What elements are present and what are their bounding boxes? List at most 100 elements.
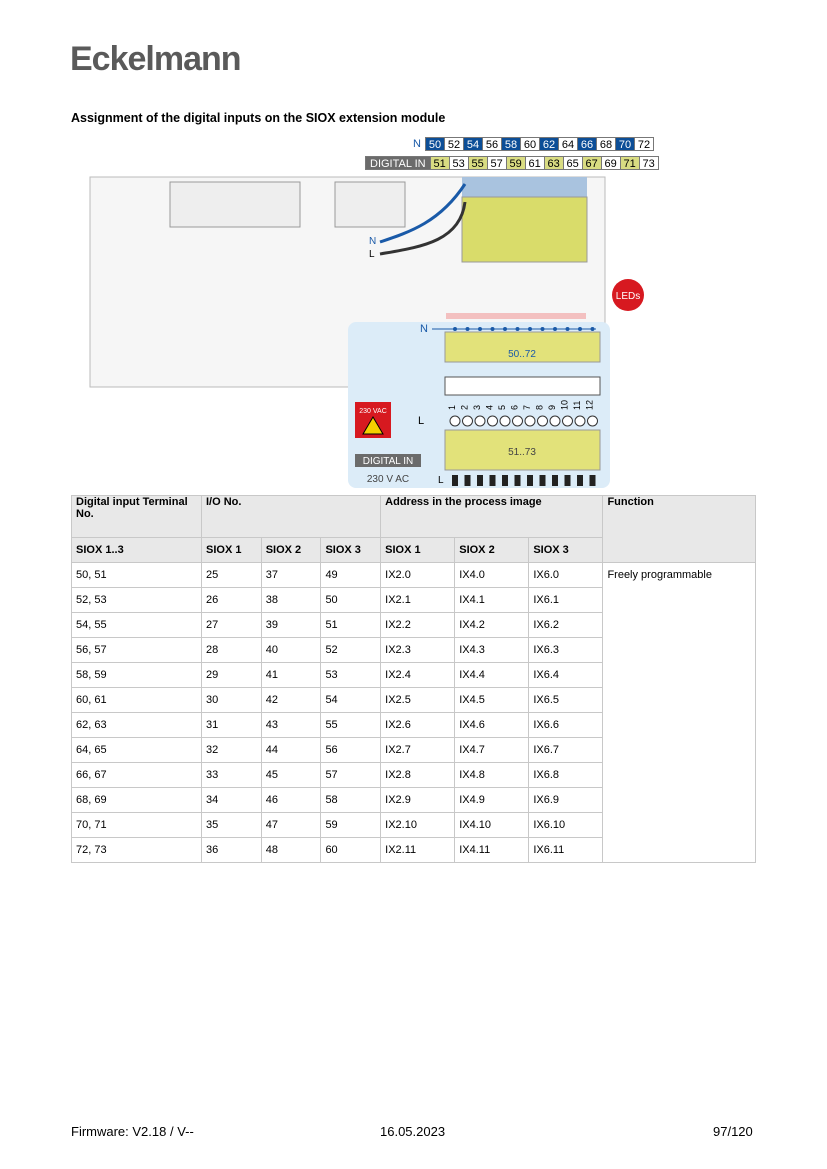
table-cell: 38: [260, 587, 322, 613]
l-wire-label: L: [369, 249, 375, 260]
ac-input-icon: [474, 415, 486, 427]
table-cell: 59: [320, 812, 382, 838]
table-cell: IX2.3: [380, 637, 456, 663]
table-cell: IX4.10: [454, 812, 530, 838]
subheader: SIOX 1..3: [71, 537, 202, 563]
channel-number: 7: [522, 405, 532, 410]
ac-input-icon: [574, 415, 586, 427]
table-cell: 68, 69: [71, 787, 202, 813]
subheader: SIOX 3: [320, 537, 382, 563]
table-cell: IX6.11: [528, 837, 604, 863]
digital-in-terminal: 67: [581, 156, 602, 170]
table-cell: 70, 71: [71, 812, 202, 838]
ac-input-icon: [487, 415, 498, 427]
led-indicator: [502, 475, 508, 486]
table-cell: IX2.7: [380, 737, 456, 763]
l-label: L: [418, 415, 424, 427]
table-cell: 28: [201, 637, 262, 663]
high-voltage-icon: [362, 416, 384, 435]
table-cell: 44: [260, 737, 322, 763]
ac-input-icon: [462, 415, 473, 427]
table-cell: IX4.4: [454, 662, 530, 688]
table-cell: IX2.9: [380, 787, 456, 813]
table-cell: IX6.5: [528, 687, 604, 713]
n-terminal: 52: [444, 137, 464, 151]
header-function: Function: [602, 495, 756, 563]
table-cell: 33: [201, 762, 262, 788]
table-cell: IX2.2: [380, 612, 456, 638]
table-cell: IX2.8: [380, 762, 456, 788]
channel-number: 9: [547, 405, 557, 410]
table-cell: 43: [260, 712, 322, 738]
table-cell: 37: [260, 562, 322, 588]
ac-input-icon: [587, 415, 598, 427]
leds-callout: LEDs: [616, 291, 640, 302]
table-cell: 34: [201, 787, 262, 813]
table-cell: 54, 55: [71, 612, 202, 638]
table-cell: 56: [320, 737, 382, 763]
led-indicator: [489, 475, 496, 486]
channel-number: 12: [585, 400, 595, 410]
table-cell: IX6.0: [528, 562, 604, 588]
table-cell: IX4.0: [454, 562, 530, 588]
table-cell: 46: [260, 787, 322, 813]
channel-number: 3: [472, 405, 482, 410]
digital-in-terminal: 53: [448, 156, 469, 170]
channel-number: 10: [560, 400, 570, 410]
subheader: SIOX 1: [380, 537, 456, 563]
n-terminal: 58: [501, 137, 521, 151]
table-cell: 39: [260, 612, 322, 638]
n-terminal: 62: [539, 137, 559, 151]
digital-in-terminal: 51: [429, 156, 450, 170]
ac-input-icon: [549, 415, 561, 427]
table-cell: 58, 59: [71, 662, 202, 688]
table-cell: IX4.11: [454, 837, 530, 863]
digital-in-terminal: 71: [619, 156, 640, 170]
digital-in-terminal: 69: [600, 156, 621, 170]
table-cell: IX6.4: [528, 662, 604, 688]
voltage-label: 230 V AC: [367, 474, 409, 485]
n-terminal: 56: [482, 137, 502, 151]
led-indicator: [477, 475, 483, 486]
bottom-block-label: 51..73: [508, 447, 536, 458]
n-terminal: 70: [615, 137, 635, 151]
table-cell: 26: [201, 587, 262, 613]
subheader: SIOX 2: [454, 537, 530, 563]
table-cell: 35: [201, 812, 262, 838]
table-cell: 27: [201, 612, 262, 638]
table-cell: 58: [320, 787, 382, 813]
table-cell: 32: [201, 737, 262, 763]
table-cell: IX6.10: [528, 812, 604, 838]
subheader: SIOX 2: [260, 537, 322, 563]
section-heading: Assignment of the digital inputs on the …: [71, 111, 446, 125]
table-cell: IX2.1: [380, 587, 456, 613]
header-io: I/O No.: [200, 495, 382, 538]
table-cell: 42: [260, 687, 322, 713]
table-cell: IX2.10: [380, 812, 456, 838]
l-bottom-label: L: [438, 475, 444, 486]
table-cell: 31: [201, 712, 262, 738]
table-cell: IX4.7: [454, 737, 530, 763]
n-terminal: 68: [596, 137, 616, 151]
table-cell: 25: [201, 562, 262, 588]
digital-in-label: DIGITAL IN: [365, 156, 431, 170]
table-cell: 47: [260, 812, 322, 838]
digital-in-terminal: 65: [562, 156, 583, 170]
n-label: N: [420, 323, 428, 335]
table-cell: 57: [320, 762, 382, 788]
n-terminal: 60: [520, 137, 540, 151]
table-cell: IX6.3: [528, 637, 604, 663]
footer-page-number: 97/120: [713, 1124, 753, 1139]
table-cell: 50, 51: [71, 562, 202, 588]
digital-in-terminal: 63: [543, 156, 564, 170]
